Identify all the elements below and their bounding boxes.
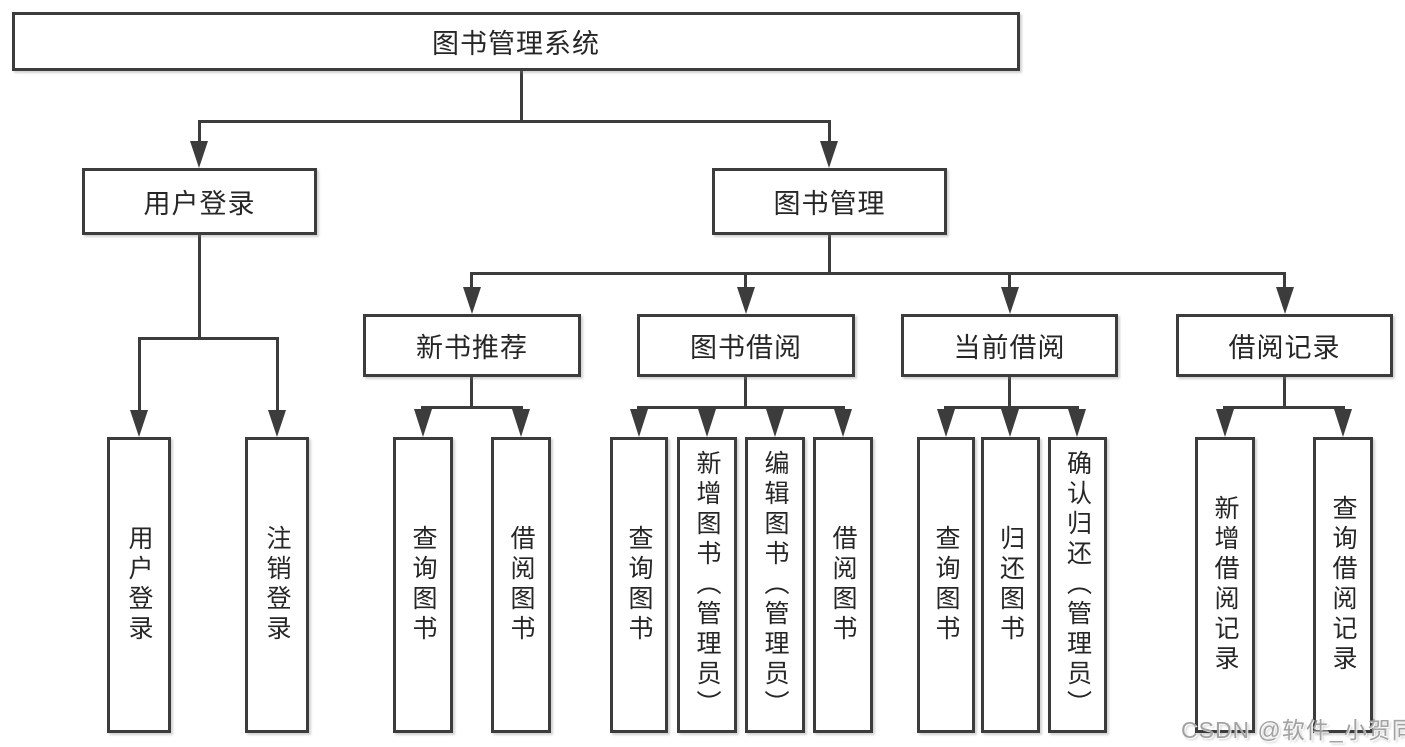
node-borrowing-records: 借阅记录 [1176, 314, 1393, 377]
arrow-down-icon [1001, 409, 1019, 437]
arrow-down-icon [1334, 409, 1352, 437]
arrow-down-icon [463, 287, 481, 314]
connector-hline [1223, 406, 1345, 409]
connector-vline [198, 235, 201, 339]
arrow-down-icon [766, 409, 784, 437]
arrow-down-icon [414, 409, 432, 437]
arrow-down-icon [512, 409, 530, 437]
connector-vline [1283, 274, 1286, 290]
leaf-borrow-query-books: 查询图书 [610, 437, 668, 733]
arrow-down-icon [630, 409, 648, 437]
connector-vline [470, 377, 473, 408]
connector-hline [198, 120, 831, 123]
leaf-recommend-query-books: 查询图书 [393, 437, 453, 733]
connector-vline [198, 121, 201, 145]
node-library-management-system: 图书管理系统 [12, 12, 1020, 71]
arrow-down-icon [937, 409, 955, 437]
arrow-down-icon [1276, 287, 1294, 314]
connector-vline [744, 377, 747, 408]
connector-hline [470, 272, 1286, 275]
connector-vline [828, 235, 831, 275]
connector-vline [1008, 274, 1011, 290]
arrow-down-icon [1216, 409, 1234, 437]
leaf-borrow-borrow-books: 借阅图书 [813, 437, 873, 733]
leaf-recommend-borrow-books: 借阅图书 [491, 437, 551, 733]
leaf-logout: 注销登录 [245, 437, 309, 733]
arrow-down-icon [820, 141, 838, 168]
connector-vline [744, 274, 747, 290]
arrow-down-icon [737, 287, 755, 314]
connector-vline [276, 339, 279, 412]
leaf-records-query-record: 查询借阅记录 [1313, 437, 1373, 733]
arrow-down-icon [130, 410, 148, 437]
leaf-current-return-books: 归还图书 [981, 437, 1040, 733]
connector-vline [1283, 377, 1286, 408]
node-book-management: 图书管理 [712, 168, 947, 235]
connector-vline [828, 121, 831, 145]
connector-hline [138, 337, 279, 340]
arrow-down-icon [268, 410, 286, 437]
csdn-watermark: CSDN @软件_小贺同学 [1181, 717, 1405, 743]
connector-vline [520, 70, 523, 123]
leaf-borrow-edit-books-admin: 编辑图书（管理员） [745, 437, 805, 733]
arrow-down-icon [1001, 287, 1019, 314]
node-new-book-recommendation: 新书推荐 [363, 314, 581, 377]
connector-hline [637, 406, 845, 409]
leaf-current-query-books: 查询图书 [917, 437, 975, 733]
node-user-login: 用户登录 [82, 168, 317, 235]
node-book-borrowing: 图书借阅 [637, 314, 855, 377]
connector-hline [421, 406, 523, 409]
node-current-borrowing: 当前借阅 [901, 314, 1118, 377]
arrow-down-icon [190, 141, 208, 168]
leaf-current-confirm-return-admin: 确认归还（管理员） [1048, 437, 1107, 733]
leaf-borrow-add-books-admin: 新增图书（管理员） [677, 437, 737, 733]
connector-vline [138, 339, 141, 412]
arrow-down-icon [1068, 409, 1086, 437]
connector-hline [944, 406, 1079, 409]
arrow-down-icon [834, 409, 852, 437]
arrow-down-icon [698, 409, 716, 437]
leaf-records-add-record: 新增借阅记录 [1195, 437, 1255, 733]
leaf-user-login: 用户登录 [107, 437, 171, 733]
connector-vline [470, 274, 473, 290]
connector-vline [1008, 377, 1011, 408]
